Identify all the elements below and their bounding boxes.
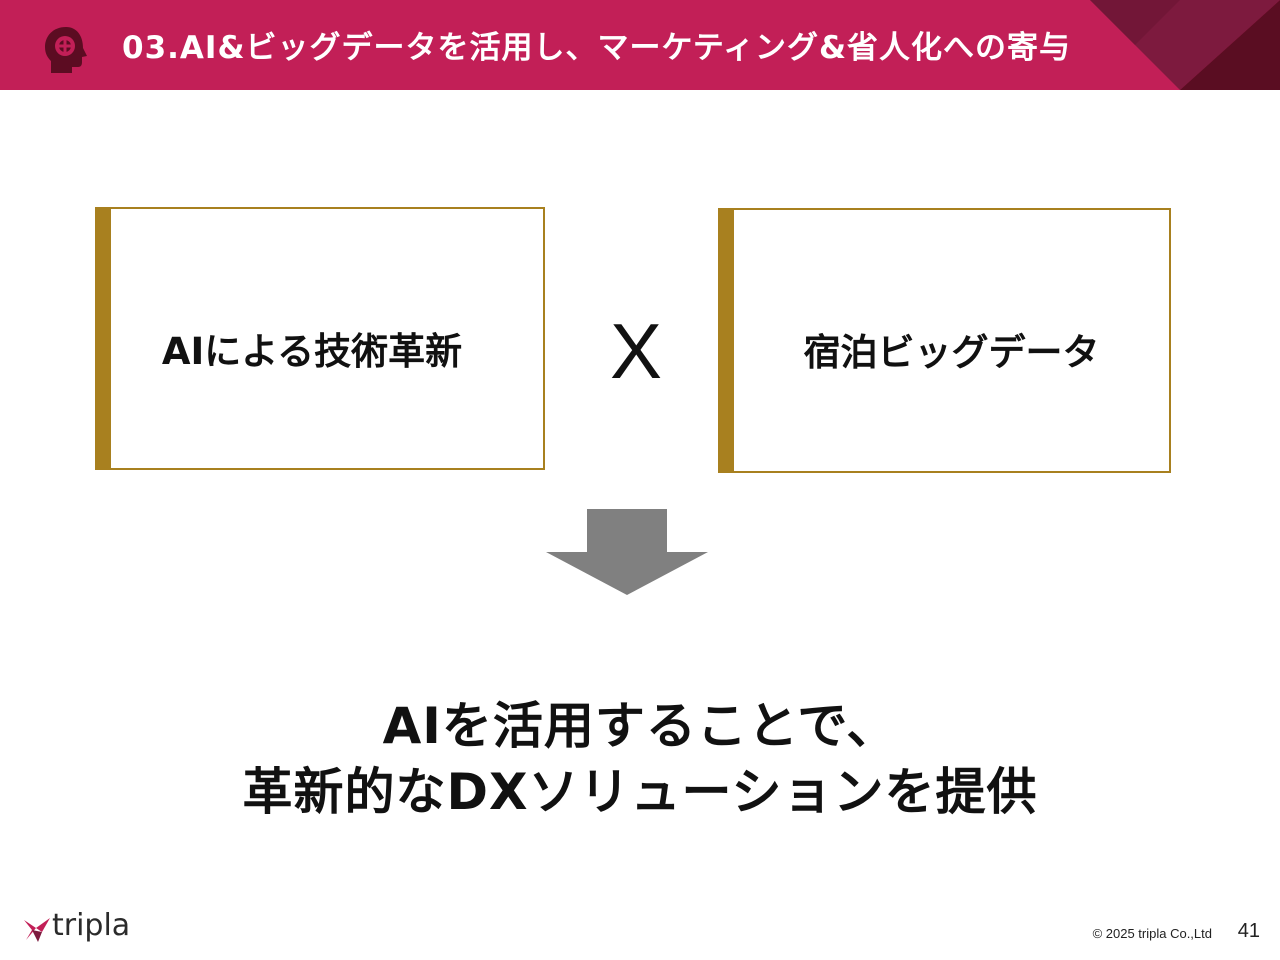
- slide-header: 03.AI&ビッグデータを活用し、マーケティング&省人化への寄与: [0, 0, 1280, 90]
- page-number: 41: [1237, 920, 1260, 942]
- ai-innovation-box: AIによる技術革新: [95, 207, 545, 470]
- multiply-symbol: X: [609, 307, 663, 395]
- head-idea-icon: [45, 27, 87, 73]
- tripla-logo-text: tripla: [52, 908, 131, 943]
- conclusion-line-2: 革新的なDXソリューションを提供: [242, 763, 1038, 821]
- copyright-text: © 2025 tripla Co.,Ltd: [1092, 926, 1212, 941]
- page-title: 03.AI&ビッグデータを活用し、マーケティング&省人化への寄与: [122, 30, 1072, 66]
- bigdata-label: 宿泊ビッグデータ: [803, 331, 1100, 374]
- ai-innovation-label: AIによる技術革新: [161, 330, 463, 373]
- bigdata-box: 宿泊ビッグデータ: [718, 208, 1171, 473]
- conclusion-line-1: AIを活用することで、: [382, 697, 898, 755]
- down-arrow-icon: [546, 509, 708, 595]
- header-corner-decoration: [1090, 0, 1280, 90]
- tripla-logo-icon: [24, 918, 50, 942]
